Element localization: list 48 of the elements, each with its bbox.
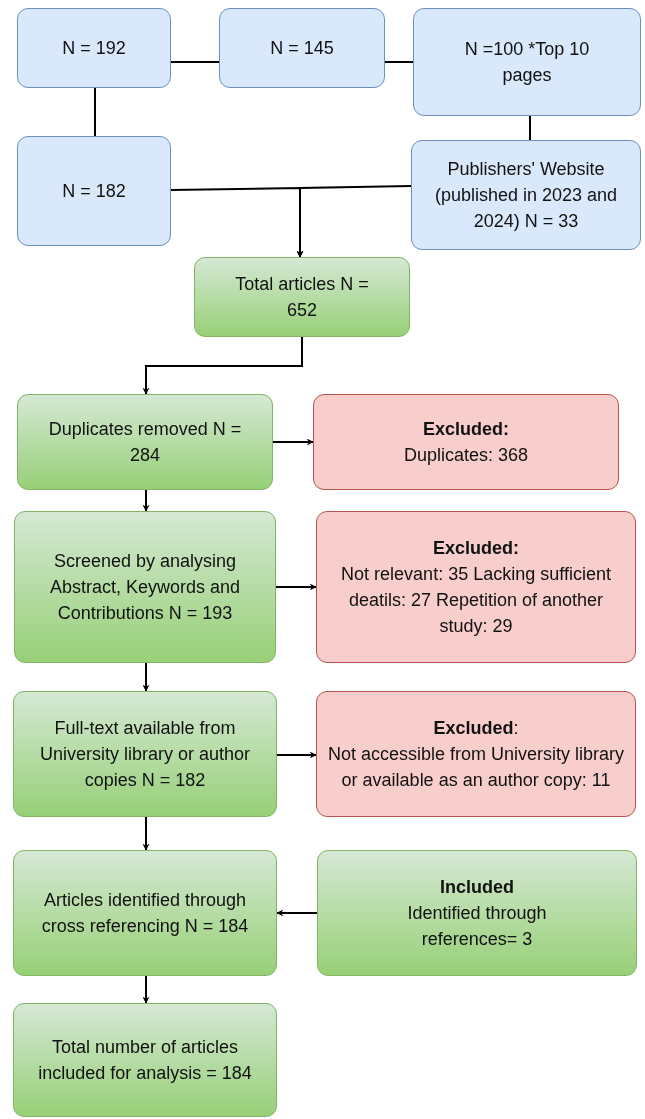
exclusion-box [316, 691, 636, 817]
source-box [411, 140, 641, 250]
connector-line [170, 61, 220, 63]
source-box [17, 8, 171, 88]
arrow [276, 909, 318, 917]
connector-line [384, 61, 414, 63]
arrow [142, 489, 150, 512]
box-text: N = 182 [62, 180, 126, 203]
source-box [219, 8, 385, 88]
process-box [194, 257, 410, 337]
process-box [13, 850, 277, 976]
connector-line [94, 87, 96, 137]
source-box [413, 8, 641, 116]
box-text: Publishers' Website (published in 2023 and 2024) N = 33 [433, 158, 619, 233]
box-text: Full-text available from University library or author copies N = 182 [38, 717, 252, 792]
arrow [142, 975, 150, 1004]
exclusion-box [313, 394, 619, 490]
arrow [296, 185, 412, 258]
box-heading: Excluded: [433, 537, 519, 560]
arrow [275, 583, 317, 591]
box-text: N = 192 [62, 37, 126, 60]
process-box [13, 691, 277, 817]
box-text: Articles identified through cross referencing N = 184 [40, 889, 250, 938]
connector-line [529, 115, 531, 141]
box-text: Not accessible from University library or available as an author copy: 11 [326, 743, 626, 792]
process-box [14, 511, 276, 663]
box-text: N =100 *Top 10 pages [463, 38, 591, 87]
box-text: Identified through references= 3 [406, 902, 548, 951]
exclusion-box [316, 511, 636, 663]
box-text: Not relevant: 35 Lacking sufficient deatils: 27 Repetition of another study: 29 [340, 563, 612, 638]
box-heading: Included [440, 876, 514, 899]
box-text: Screened by analysing Abstract, Keywords and Contributions N = 193 [48, 550, 242, 625]
arrow [142, 816, 150, 851]
arrow [142, 662, 150, 692]
box-text: Total articles N = 652 [234, 273, 370, 322]
arrow [276, 751, 317, 759]
box-text: Total number of articles included for analysis = 184 [37, 1036, 253, 1085]
box-heading: Excluded: [423, 418, 509, 441]
source-box [17, 136, 171, 246]
arrow [272, 438, 314, 446]
box-text: N = 145 [270, 37, 334, 60]
process-box [17, 394, 273, 490]
process-box [13, 1003, 277, 1117]
arrow [142, 336, 303, 395]
box-text: Duplicates: 368 [403, 444, 529, 467]
box-heading: Excluded: [433, 717, 519, 740]
box-text: Duplicates removed N = 284 [47, 418, 243, 467]
process-box [317, 850, 637, 976]
